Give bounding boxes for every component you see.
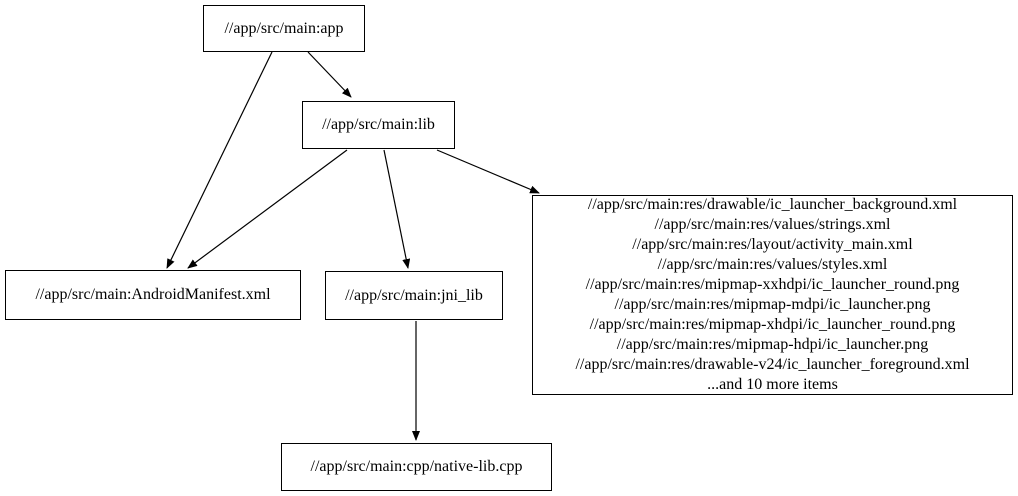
edge-lib-to-manifest [187, 149, 348, 269]
res-file-line: //app/src/main:res/layout/activity_main.… [632, 236, 913, 253]
res-file-line: //app/src/main:res/mipmap-mdpi/ic_launch… [614, 296, 931, 313]
node-android-manifest-label: //app/src/main:AndroidManifest.xml [35, 286, 271, 303]
res-file-line: //app/src/main:res/mipmap-xhdpi/ic_launc… [589, 316, 956, 333]
node-lib-label: //app/src/main:lib [322, 116, 435, 133]
node-res-file-group: //app/src/main:res/drawable/ic_launcher_… [532, 195, 1013, 395]
node-app: //app/src/main:app [203, 5, 365, 52]
res-file-line: //app/src/main:res/mipmap-hdpi/ic_launch… [616, 336, 929, 353]
edge-lib-to-res-group [436, 149, 540, 194]
res-file-line: //app/src/main:res/values/strings.xml [654, 216, 891, 233]
node-native-lib-cpp: //app/src/main:cpp/native-lib.cpp [281, 443, 552, 491]
res-file-line: ...and 10 more items [707, 376, 838, 393]
node-android-manifest: //app/src/main:AndroidManifest.xml [5, 270, 301, 320]
node-jni-lib: //app/src/main:jni_lib [325, 271, 503, 320]
node-native-lib-cpp-label: //app/src/main:cpp/native-lib.cpp [310, 458, 523, 475]
edge-app-to-manifest [166, 51, 273, 269]
res-file-line: //app/src/main:res/drawable-v24/ic_launc… [575, 356, 970, 373]
res-file-line: //app/src/main:res/drawable/ic_launcher_… [587, 196, 958, 213]
edge-lib-to-jni-lib [383, 149, 411, 269]
res-file-line: //app/src/main:res/mipmap-xxhdpi/ic_laun… [585, 276, 960, 293]
edge-app-to-lib [307, 51, 352, 98]
node-lib: //app/src/main:lib [302, 101, 455, 149]
res-file-line: //app/src/main:res/values/styles.xml [657, 256, 888, 273]
node-jni-lib-label: //app/src/main:jni_lib [345, 286, 483, 304]
node-app-label: //app/src/main:app [224, 19, 344, 37]
